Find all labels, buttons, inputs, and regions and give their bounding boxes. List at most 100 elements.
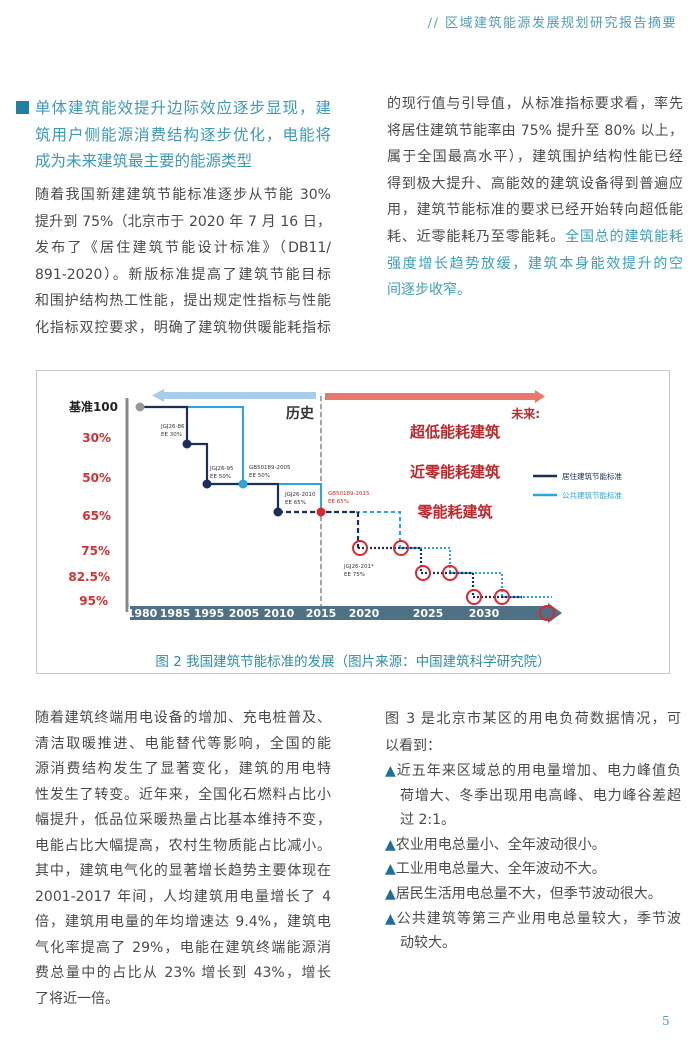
text-line: 用，建筑节能标准的要求已经开始转向超低能 <box>387 202 683 219</box>
data-point <box>182 439 192 449</box>
bullet-item: ▲工业用电总量大、全年波动不大。 <box>385 857 681 882</box>
data-point <box>238 479 248 489</box>
goal-marker <box>539 605 555 621</box>
figure-frame <box>36 370 670 674</box>
text-line: 图 3 是北京市某区的用电负荷数据情况，可 <box>385 711 681 727</box>
data-point <box>202 479 212 489</box>
text-line: 的现行值与引导值，从标准指标要求看，率先 <box>387 96 683 112</box>
history-arrow-head <box>152 389 164 402</box>
bullet-item: ▲近五年来区域总的用电量增加、电力峰值负 荷增大、冬季出现用电高峰、电力峰谷差超… <box>385 759 681 833</box>
annotation-ee: EE 50% <box>210 474 231 480</box>
annotation-code: JGJ26-201* <box>343 564 374 570</box>
x-tick: 1985 <box>160 607 191 620</box>
annotation-code: JGJ26-95 <box>209 466 234 472</box>
x-tick: 2025 <box>413 607 444 620</box>
bullet-text: 工业用电总量大、全年波动不大。 <box>395 861 606 878</box>
future-point <box>494 589 510 605</box>
future-point <box>352 540 368 556</box>
public-standard-future <box>400 547 552 598</box>
text-line: 化指标双控要求，明确了建筑物供暖能耗指标 <box>35 319 331 336</box>
text-line: 和围护结构热工性能，提出规定性指标与性能 <box>35 293 331 310</box>
future-point <box>393 540 409 556</box>
text-line: 2001-2017 年间，人均建筑用电量增长了 4 <box>35 888 331 905</box>
future-target: 零能耗建筑 <box>416 503 492 521</box>
text-line: 电能占比大幅提高，农村生物质能占比减小。 <box>35 837 331 854</box>
section-marker-icon <box>16 101 29 114</box>
annotation-ee: EE 75% <box>344 572 365 578</box>
left-paragraph: 随着我国新建建筑节能标准逐步从节能 30% 提升到 75%（北京市于 2020 … <box>35 182 331 342</box>
triangle-bullet-icon: ▲ <box>385 885 396 902</box>
residential-standard-future <box>278 510 360 548</box>
text-line: ▲居民生活用电总量不大，但季节波动很大。 <box>385 882 681 907</box>
lower-right-paragraph: 图 3 是北京市某区的用电负荷数据情况，可 以看到： ▲近五年来区域总的用电量增… <box>385 706 681 956</box>
bullet-item: ▲农业用电总量小、全年波动很小。 <box>385 833 681 858</box>
text-line: 提升到 75%（北京市于 2020 年 7 月 16 日， <box>35 213 331 230</box>
y-label: 基准100 <box>68 399 118 414</box>
x-tick: 1980 <box>127 607 158 620</box>
highlight-span: 全国总的建筑能耗 <box>565 228 684 245</box>
lower-left-paragraph: 随着建筑终端用电设备的增加、充电桩普及、 清洁取暖推进、电能替代等影响，全国的能… <box>35 706 331 1012</box>
triangle-bullet-icon: ▲ <box>385 910 397 927</box>
text-line: 清洁取暖推进、电能替代等影响，全国的能 <box>35 735 331 752</box>
annotation-ee: EE 65% <box>285 500 306 506</box>
text-line: 以看到： <box>385 737 441 754</box>
y-label: 82.5% <box>68 570 110 584</box>
text-line: 将居住建筑节能率由 75% 提升至 80% 以上， <box>387 122 683 139</box>
bullet-item: ▲居民生活用电总量不大，但季节波动很大。 <box>385 882 681 907</box>
text-line: 过 2:1。 <box>400 812 455 829</box>
timeline-bar <box>130 606 550 620</box>
text-line: ▲公共建筑等第三产业用电总量较大，季节波 <box>385 907 681 932</box>
annotation-ee: EE 65% <box>328 499 349 505</box>
triangle-bullet-icon: ▲ <box>385 836 396 853</box>
text-line: 属于全国最高水平），建筑围护结构性能已经 <box>387 149 683 166</box>
annotation-ee: EE 30% <box>161 432 182 438</box>
running-header: // 区域建筑能源发展规划研究报告摘要 <box>427 16 677 31</box>
page-number: 5 <box>662 1014 670 1028</box>
legend-label: 居住建筑节能标准 <box>562 471 622 481</box>
y-label: 95% <box>79 594 108 608</box>
future-point <box>442 565 458 581</box>
y-label: 75% <box>81 544 110 558</box>
x-tick: 2015 <box>306 607 337 620</box>
x-tick: 2005 <box>229 607 260 620</box>
future-point <box>466 589 482 605</box>
text-line: ▲农业用电总量小、全年波动很小。 <box>385 833 681 858</box>
annotation-code: JGJ26-86 <box>160 424 185 430</box>
future-target: 近零能耗建筑 <box>410 463 500 481</box>
x-tick: 2010 <box>264 607 295 620</box>
figure-caption: 图 2 我国建筑节能标准的发展（图片来源：中国建筑科学研究院） <box>155 654 551 670</box>
text-line: 发布了《居住建筑节能设计标准》（DB11/ <box>35 240 331 257</box>
highlight-line: 间逐步收窄。 <box>387 282 471 299</box>
triangle-bullet-icon: ▲ <box>385 763 397 779</box>
heading-line: 成为未来建筑最主要的能源类型 <box>35 152 253 170</box>
section-heading: 单体建筑能效提升边际效应逐步显现，建 筑用户侧能源消费结构逐步优化，电能将 成为… <box>35 95 331 175</box>
text-line: 891-2020）。新版标准提高了建筑节能目标 <box>35 266 331 283</box>
text-line: 其中，建筑电气化的显著增长趋势主要体现在 <box>35 863 331 879</box>
heading-line: 筑用户侧能源消费结构逐步优化，电能将 <box>35 125 331 144</box>
residential-standard-line <box>140 405 280 512</box>
future-target: 超低能耗建筑 <box>409 423 500 441</box>
text-line: 得到极大提升、高能效的建筑设备得到普遍应 <box>387 175 683 192</box>
history-label: 历史 <box>286 406 315 422</box>
text-line: 气化率提高了 29%，电能在建筑终端能源消 <box>35 939 331 956</box>
y-label: 30% <box>82 431 111 445</box>
text-line: 耗、近零能耗乃至零能耗。全国总的建筑能耗 <box>387 224 683 251</box>
future-arrow <box>325 393 537 400</box>
x-tick: 2030 <box>469 607 500 620</box>
text-line: 源消费结构发生了显著变化，建筑的用电特 <box>35 761 331 777</box>
highlight-line: 强度增长趋势放缓，建筑本身能效提升的空 <box>387 255 683 272</box>
baseline-point <box>135 402 145 412</box>
data-point <box>316 507 326 517</box>
text-line: ▲工业用电总量大、全年波动不大。 <box>385 857 681 882</box>
data-point <box>273 507 283 517</box>
text-line: 荷增大、冬季出现用电高峰、电力峰谷差超 <box>400 787 681 804</box>
text-line: 随着我国新建建筑节能标准逐步从节能 30% <box>35 187 331 203</box>
y-label: 65% <box>82 509 111 523</box>
annotation-ee: EE 50% <box>249 473 270 479</box>
text-span: 耗、近零能耗乃至零能耗。 <box>387 228 566 245</box>
legend-label: 公共建筑节能标准 <box>562 490 622 500</box>
future-label: 未来: <box>510 406 540 421</box>
future-arrow-head <box>535 390 545 403</box>
annotation-code: JGJ26-2010 <box>284 492 316 498</box>
heading-line: 单体建筑能效提升边际效应逐步显现，建 <box>35 99 331 117</box>
